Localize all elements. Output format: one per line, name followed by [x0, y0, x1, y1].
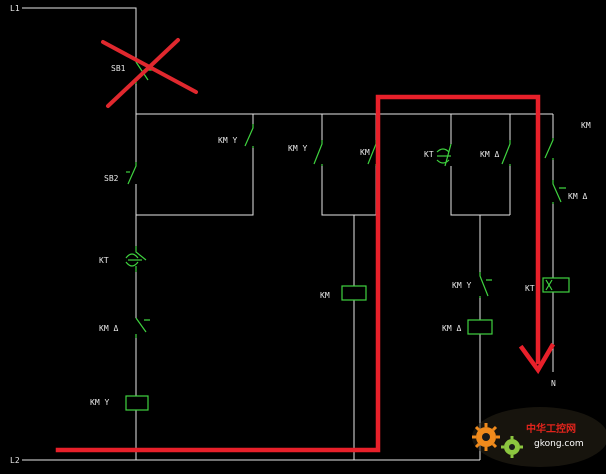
sb2-button	[126, 162, 137, 185]
label-km-coil-mid: KM	[320, 291, 330, 300]
kmy-contact-right	[479, 272, 492, 298]
label-km-contact-2: KM	[360, 148, 370, 157]
wire-b1-return	[136, 148, 254, 216]
watermark-line2: gkong.com	[534, 439, 584, 449]
label-kt-coil-right: KT	[525, 284, 535, 293]
label-n: N	[551, 379, 556, 388]
kt-timed-contact-left	[125, 246, 147, 272]
current-path-line	[55, 94, 541, 453]
kt-timed-contact-3	[436, 143, 452, 167]
km-coil-mid	[341, 285, 367, 301]
kmy-contact-1	[244, 124, 254, 148]
label-kmy-coil-left: KM Y	[90, 398, 109, 407]
label-kmd-coil-right: KM Δ	[442, 324, 461, 333]
current-path-arrow	[518, 342, 556, 375]
label-kmy-contact-right: KM Y	[452, 281, 471, 290]
kmd-coil-right	[467, 319, 493, 335]
gear-icon-small	[501, 436, 523, 458]
label-kt-left: KT	[99, 256, 109, 265]
label-kmd-contact-3: KM Δ	[480, 150, 499, 159]
label-sb2: SB2	[104, 174, 119, 183]
label-kmd-contact-4: KM Δ	[568, 192, 587, 201]
label-kt-contact-3: KT	[424, 150, 434, 159]
label-sb1: SB1	[111, 64, 126, 73]
label-kmd-left: KM Δ	[99, 324, 118, 333]
wiring	[22, 7, 554, 461]
cross-stroke-2	[106, 38, 180, 108]
kmd-contact-left	[135, 317, 150, 338]
watermark-glow	[472, 407, 606, 467]
label-kmy-contact-1: KM Y	[218, 136, 237, 145]
label-l2: L2	[10, 456, 20, 465]
wire-b3a-bottom	[450, 166, 510, 216]
kt-coil-right	[542, 277, 570, 293]
watermark-line1: 中华工控网	[526, 422, 576, 435]
wire-l1	[22, 7, 137, 62]
kmy-contact-2	[313, 140, 323, 166]
kmd-contact-4	[552, 180, 566, 204]
kmy-coil-left	[125, 395, 149, 411]
kmd-contact-3	[501, 140, 511, 166]
km-contact-4	[544, 138, 554, 160]
label-km-top-right: KM	[581, 121, 591, 130]
label-l1: L1	[10, 4, 20, 13]
labels: L1 L2 N SB1 SB2 KT KM Δ KM Y KM Y KM Y K…	[10, 4, 591, 465]
gear-icon	[472, 423, 500, 451]
watermark: 中华工控网 gkong.com	[472, 407, 606, 467]
wire-b2a-bottom	[321, 166, 376, 216]
label-kmy-contact-2: KM Y	[288, 144, 307, 153]
annotations	[55, 38, 556, 453]
